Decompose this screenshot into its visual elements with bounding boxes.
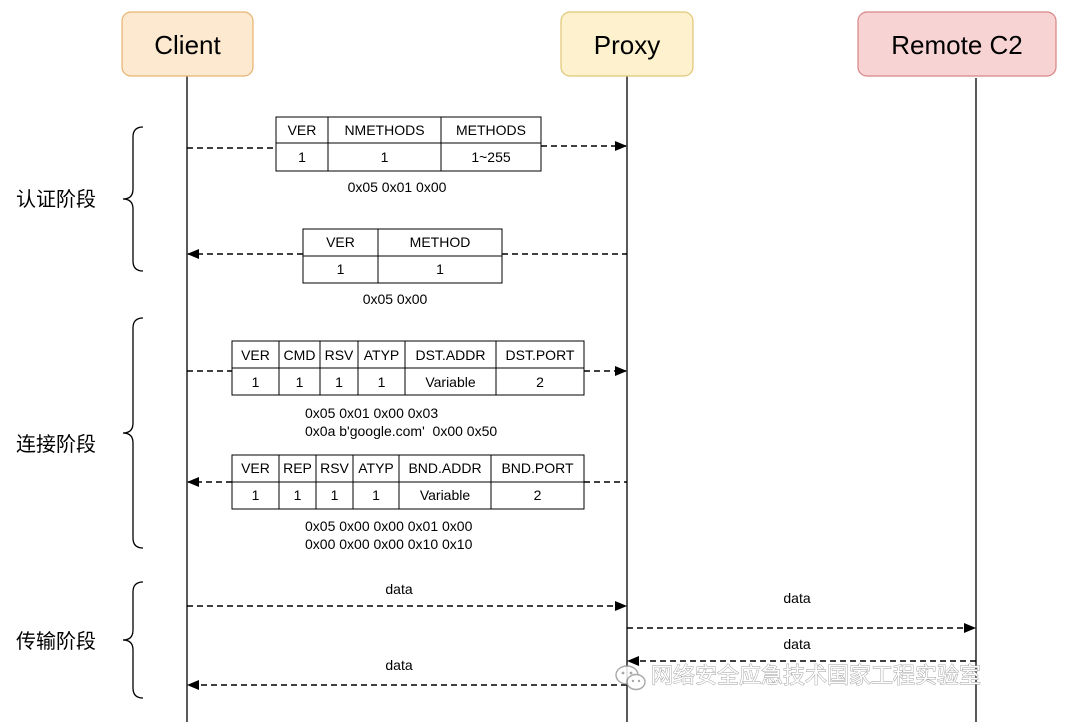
connect-reply-header-rep: REP — [283, 460, 312, 476]
connect-reply-hex-line1: 0x05 0x00 0x00 0x01 0x00 — [305, 518, 473, 534]
auth-request-hex: 0x05 0x01 0x00 — [348, 179, 447, 195]
connect-request-header-ver: VER — [241, 347, 270, 363]
auth-reply-header-method: METHOD — [410, 234, 471, 250]
connect-reply-value-rsv: 1 — [331, 487, 339, 503]
connect-reply-value-atyp: 1 — [372, 487, 380, 503]
auth-request-header-ver: VER — [288, 122, 317, 138]
connect-request-header-dst-port: DST.PORT — [506, 347, 575, 363]
connect-reply-header-atyp: ATYP — [358, 460, 394, 476]
auth-reply-hex: 0x05 0x00 — [363, 291, 428, 307]
auth-request-header-nmethods: NMETHODS — [344, 122, 424, 138]
auth-request-header-methods: METHODS — [456, 122, 526, 138]
connect-reply-header-bnd-addr: BND.ADDR — [408, 460, 481, 476]
transfer-phase-label: 传输阶段 — [16, 629, 96, 653]
auth-reply-table: VER METHOD 1 1 — [302, 228, 503, 284]
auth-phase-label: 认证阶段 — [16, 187, 96, 211]
data-client-to-proxy-label: data — [385, 581, 412, 597]
connect-reply-value-rep: 1 — [294, 487, 302, 503]
connect-request-header-dst-addr: DST.ADDR — [415, 347, 485, 363]
connect-phase-label: 连接阶段 — [16, 432, 96, 456]
connect-request-hex-line2: 0x0a b'google.com' 0x00 0x50 — [305, 423, 497, 439]
auth-reply-header-ver: VER — [326, 234, 355, 250]
auth-reply-value-method: 1 — [436, 261, 444, 277]
connect-request-value-dst-addr: Variable — [425, 374, 476, 390]
connect-request-value-ver: 1 — [252, 374, 260, 390]
auth-request-value-ver: 1 — [298, 149, 306, 165]
connect-request-header-rsv: RSV — [325, 347, 354, 363]
connect-request-value-cmd: 1 — [296, 374, 304, 390]
proxy-box: Proxy — [560, 11, 694, 77]
watermark-text: 网络安全应急技术国家工程实验室 — [651, 664, 981, 689]
connect-reply-value-bnd-addr: Variable — [420, 487, 471, 503]
connect-request-value-dst-port: 2 — [536, 374, 544, 390]
connect-request-header-cmd: CMD — [284, 347, 316, 363]
connect-reply-hex-line2: 0x00 0x00 0x00 0x10 0x10 — [305, 536, 473, 552]
connect-reply-header-rsv: RSV — [320, 460, 349, 476]
client-box: Client — [121, 11, 254, 77]
auth-phase-brace — [122, 126, 144, 272]
auth-reply-value-ver: 1 — [337, 261, 345, 277]
connect-reply-header-ver: VER — [241, 460, 270, 476]
connect-reply-value-ver: 1 — [252, 487, 260, 503]
connect-phase-brace — [122, 317, 144, 549]
connect-reply-value-bnd-port: 2 — [534, 487, 542, 503]
connect-request-table: VER CMD RSV ATYP DST.ADDR DST.PORT 1 1 1… — [231, 340, 585, 396]
wechat-icon — [615, 665, 646, 691]
data-proxy-to-remote-label: data — [783, 590, 810, 606]
data-proxy-to-client-label: data — [385, 657, 412, 673]
data-remote-to-proxy-label: data — [783, 636, 810, 652]
remote-label: Remote C2 — [891, 30, 1023, 60]
remote-box: Remote C2 — [857, 11, 1057, 77]
connect-reply-header-bnd-port: BND.PORT — [501, 460, 574, 476]
connect-request-header-atyp: ATYP — [364, 347, 400, 363]
connect-reply-table: VER REP RSV ATYP BND.ADDR BND.PORT 1 1 1… — [231, 454, 585, 510]
auth-request-table: VER NMETHODS METHODS 1 1 1~255 — [275, 116, 542, 172]
auth-request-value-methods: 1~255 — [471, 149, 511, 165]
proxy-label: Proxy — [594, 30, 660, 60]
connect-request-value-rsv: 1 — [335, 374, 343, 390]
connect-request-value-atyp: 1 — [378, 374, 386, 390]
client-label: Client — [154, 30, 221, 60]
auth-request-value-nmethods: 1 — [381, 149, 389, 165]
transfer-phase-brace — [122, 581, 144, 699]
connect-request-hex-line1: 0x05 0x01 0x00 0x03 — [305, 405, 438, 421]
